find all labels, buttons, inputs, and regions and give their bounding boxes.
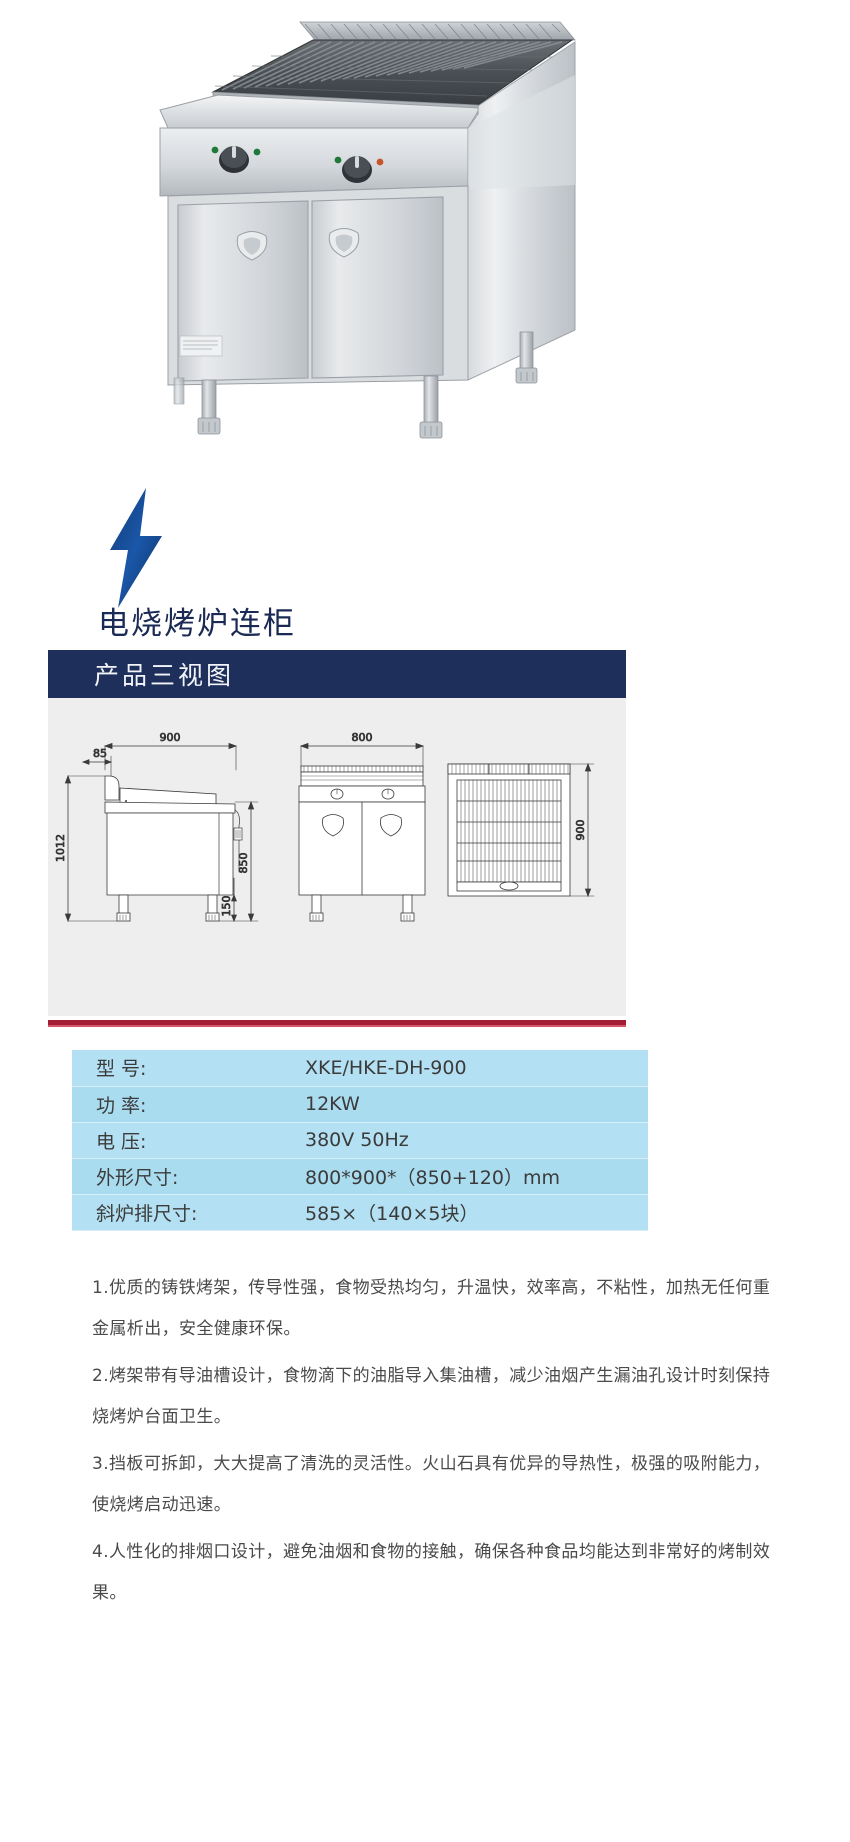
spec-label: 型 号: xyxy=(72,1050,301,1087)
divider-red-light xyxy=(48,1025,626,1027)
drawings-svg: 900 85 xyxy=(54,731,595,923)
leg-front-right xyxy=(419,375,443,439)
page-title: 电烧烤炉连柜 xyxy=(98,606,296,642)
dim-900-top: 900 xyxy=(574,820,587,841)
spec-value: 380V 50Hz xyxy=(301,1122,648,1159)
spec-label: 电 压: xyxy=(72,1122,301,1159)
feature-item: 3.挡板可拆卸，大大提高了清洗的灵活性。火山石具有优异的导热性，极强的吸附能力，… xyxy=(92,1454,771,1515)
spec-label: 功 率: xyxy=(72,1086,301,1123)
top-view-drawing: 900 xyxy=(447,762,595,898)
table-row: 型 号: XKE/HKE-DH-900 xyxy=(72,1050,648,1087)
front-view-drawing: 800 xyxy=(298,731,426,922)
feature-item: 2.烤架带有导油槽设计，食物滴下的油脂导入集油槽，减少油烟产生漏油孔设计时刻保持… xyxy=(92,1366,771,1427)
table-row: 外形尺寸: 800*900*（850+120）mm xyxy=(72,1158,648,1195)
leg-front-left xyxy=(197,379,221,435)
feature-description-list: 1.优质的铸铁烤架，传导性强，食物受热均匀，升温快，效率高，不粘性，加热无任何重… xyxy=(92,1268,772,1620)
dim-850: 850 xyxy=(237,853,250,874)
dim-150: 150 xyxy=(220,896,233,917)
spec-value: 585×（140×5块） xyxy=(301,1194,648,1231)
feature-item: 4.人性化的排烟口设计，避免油烟和食物的接触，确保各种食品均能达到非常好的烤制效… xyxy=(92,1542,771,1603)
section-banner-label: 产品三视图 xyxy=(94,661,235,690)
brand-block: 电烧烤炉连柜 xyxy=(0,470,850,645)
spec-label: 外形尺寸: xyxy=(72,1158,301,1195)
feature-item: 1.优质的铸铁烤架，传导性强，食物受热均匀，升温快，效率高，不粘性，加热无任何重… xyxy=(92,1278,771,1339)
dim-800: 800 xyxy=(352,731,373,744)
lightning-bolt-icon xyxy=(110,488,162,608)
side-view-drawing: 900 85 xyxy=(54,731,259,923)
control-knob-right xyxy=(334,156,384,183)
specification-table: 型 号: XKE/HKE-DH-900 功 率: 12KW 电 压: 380V … xyxy=(72,1050,648,1231)
leg-rear-right xyxy=(515,331,538,384)
three-view-drawings: 900 85 xyxy=(48,698,626,1016)
dim-900-side: 900 xyxy=(160,731,181,744)
table-row: 斜炉排尺寸: 585×（140×5块） xyxy=(72,1194,648,1231)
section-banner-three-views: 产品三视图 xyxy=(48,650,626,698)
leg-rear-left xyxy=(173,377,185,405)
door-handle-left xyxy=(236,231,268,261)
door-handle-right xyxy=(328,228,360,258)
spec-value: 800*900*（850+120）mm xyxy=(301,1158,648,1195)
cabinet-door-right xyxy=(311,196,444,379)
divider-red xyxy=(48,1020,626,1025)
product-photo xyxy=(0,0,850,470)
table-row: 功 率: 12KW xyxy=(72,1086,648,1123)
table-row: 电 压: 380V 50Hz xyxy=(72,1122,648,1159)
spec-label: 斜炉排尺寸: xyxy=(72,1194,301,1231)
dim-1012: 1012 xyxy=(54,834,67,862)
spec-value: XKE/HKE-DH-900 xyxy=(301,1050,648,1087)
dim-85: 85 xyxy=(93,747,107,760)
grill-illustration xyxy=(159,21,576,439)
spec-value: 12KW xyxy=(301,1086,648,1123)
control-knob-left xyxy=(211,146,261,173)
